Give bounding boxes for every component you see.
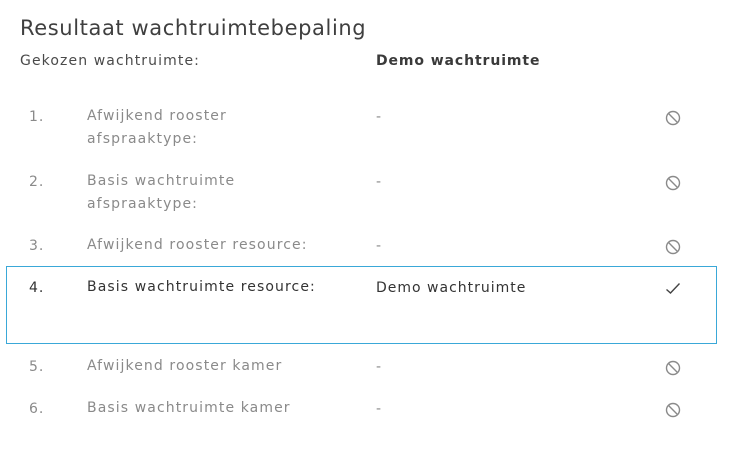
row-label: Basis wachtruimte resource: xyxy=(87,279,316,295)
row-number: 1. xyxy=(29,109,45,125)
row-label: Basis wachtruimte kamer xyxy=(87,400,291,416)
row-number: 5. xyxy=(29,359,45,375)
page-title: Resultaat wachtruimtebepaling xyxy=(20,16,367,40)
chosen-waiting-room-label: Gekozen wachtruimte: xyxy=(20,53,200,69)
row-label: Basis wachtruimte afspraaktype: xyxy=(87,173,236,212)
blocked-icon xyxy=(665,239,681,255)
row-value: Demo wachtruimte xyxy=(376,280,527,296)
row-value: - xyxy=(376,109,383,125)
row-number: 4. xyxy=(29,280,45,296)
row-value: - xyxy=(376,359,383,375)
row-label: Afwijkend rooster resource: xyxy=(87,237,308,253)
chosen-waiting-room-value: Demo wachtruimte xyxy=(376,53,541,69)
row-number: 2. xyxy=(29,174,45,190)
row-label: Afwijkend rooster kamer xyxy=(87,358,283,374)
blocked-icon xyxy=(665,175,681,191)
blocked-icon xyxy=(665,360,681,376)
blocked-icon xyxy=(665,110,681,126)
row-number: 6. xyxy=(29,401,45,417)
selected-row-highlight xyxy=(6,266,717,344)
checkmark-icon xyxy=(666,283,681,294)
blocked-icon xyxy=(665,402,681,418)
row-value: - xyxy=(376,401,383,417)
row-value: - xyxy=(376,238,383,254)
row-value: - xyxy=(376,174,383,190)
row-number: 3. xyxy=(29,238,45,254)
row-label: Afwijkend rooster afspraaktype: xyxy=(87,108,227,147)
